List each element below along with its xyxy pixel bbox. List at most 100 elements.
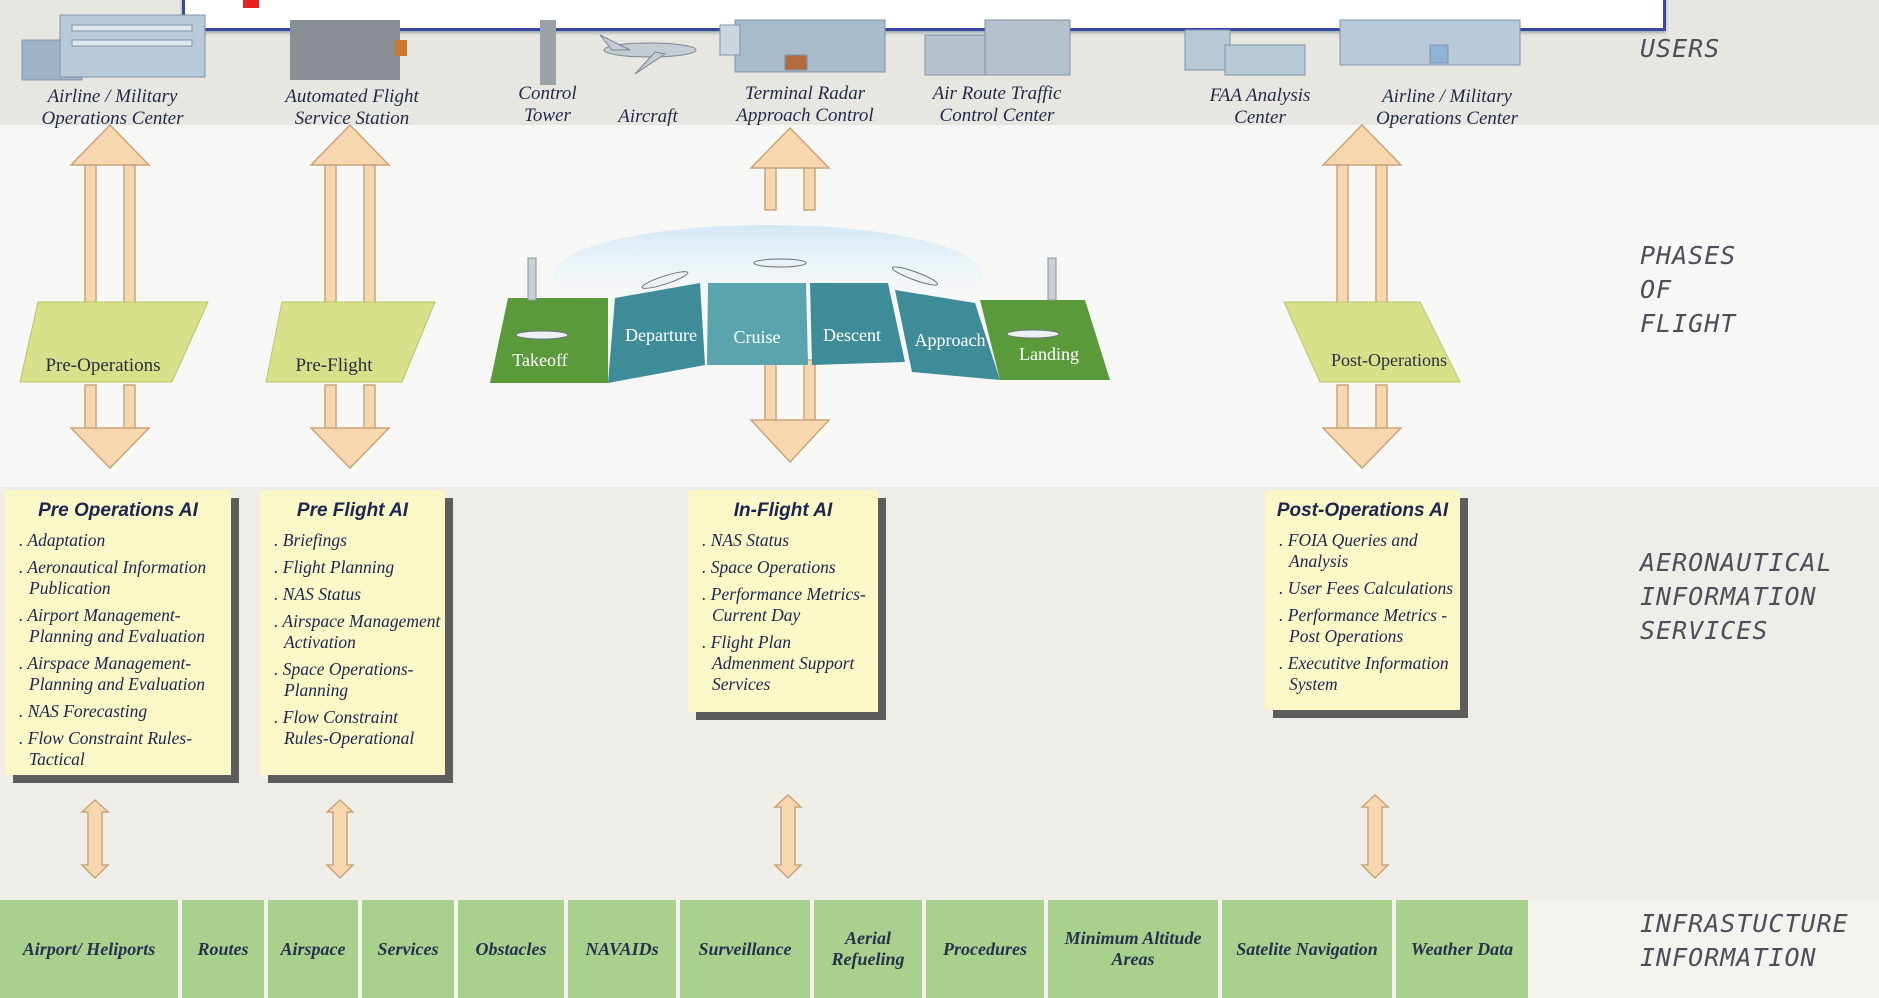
- departure-label: Departure: [625, 325, 697, 345]
- infra-cell-aerial-refueling: Aerial Refueling: [814, 900, 922, 998]
- building-icon: [21, 14, 206, 81]
- tower-icon: [540, 20, 556, 85]
- infra-cell-procedures: Procedures: [926, 900, 1044, 998]
- pre-flight-arrow-down: [309, 384, 391, 470]
- infra-cell-navaids: NAVAIDs: [568, 900, 676, 998]
- descent-label: Descent: [823, 325, 881, 345]
- infra-cell-satelite-navigation: Satelite Navigation: [1222, 900, 1392, 998]
- infra-cell-surveillance: Surveillance: [680, 900, 810, 998]
- user-label-airline-ops-right: Airline / Military Operations Center: [1376, 86, 1518, 129]
- double-arrow-4: [1360, 793, 1390, 880]
- ai-item: . NAS Status: [702, 530, 790, 550]
- infra-cell-routes: Routes: [182, 900, 264, 998]
- plane-departure-icon: [641, 271, 689, 289]
- double-arrow-3: [773, 793, 803, 880]
- landing-panel: [980, 300, 1110, 380]
- ai-item: . Airspace Management Activation: [274, 611, 441, 652]
- ai-item: . Space Operations-Planning: [274, 659, 414, 700]
- phase-diagram: Pre-Operations Pre-Flight Post-Operation…: [19, 123, 1461, 880]
- post-operations-pad: [1283, 301, 1461, 383]
- infra-cell-airport-heliports: Airport/ Heliports: [0, 900, 178, 998]
- plane-cruise-icon: [753, 258, 807, 268]
- ai-box-title: In-Flight AI: [733, 500, 833, 521]
- ai-item: . Flow Constraint Rules-Operational: [274, 707, 415, 748]
- pre-operations-arrow-down: [69, 384, 151, 470]
- in-flight-arrow-down: [749, 359, 831, 464]
- ai-box-title: Pre Operations AI: [38, 500, 198, 521]
- user-label-control-tower: Control Tower: [518, 83, 577, 126]
- infra-cell-minimum-altitude-areas: Minimum Altitude Areas: [1048, 900, 1218, 998]
- ai-item: . Flight Plan Admenment Support Services: [702, 632, 855, 694]
- ai-item: . Performance Metrics-Current Day: [702, 584, 866, 625]
- pre-operations-arrow-up: [69, 123, 151, 306]
- ai-item: . FOIA Queries and Analysis: [1279, 530, 1418, 571]
- takeoff-panel: [490, 298, 608, 383]
- ai-item: . Briefings: [274, 530, 347, 550]
- ai-item: . Flight Planning: [274, 557, 395, 577]
- section-label-phases: PHASES OF FLIGHT: [1640, 241, 1737, 338]
- post-operations-arrow-down: [1321, 384, 1403, 470]
- tower-left-icon: [527, 257, 537, 301]
- user-label-artcc: Air Route Traffic Control Center: [932, 83, 1062, 126]
- section-label-ais: AERONAUTICAL INFORMATION SERVICES: [1640, 548, 1833, 645]
- post-operations-arrow-up: [1321, 123, 1403, 306]
- approach-label: Approach: [915, 330, 986, 350]
- ai-box-title: Post-Operations AI: [1276, 500, 1449, 521]
- infra-cell-obstacles: Obstacles: [458, 900, 564, 998]
- section-label-infra: INFRASTUCTURE INFORMATION: [1640, 909, 1849, 972]
- user-label-tracon: Terminal Radar Approach Control: [736, 83, 874, 126]
- building-icon: [719, 19, 886, 73]
- post-operations-label: Post-Operations: [1331, 350, 1447, 370]
- plane-takeoff-icon: [515, 330, 569, 340]
- pre-flight-pad: [265, 301, 436, 383]
- plane-descent-icon: [891, 266, 939, 286]
- red-mark: [243, 0, 259, 8]
- post-operations-ai-box: Post-Operations AI . FOIA Queries and An…: [1265, 490, 1460, 710]
- descent-panel: [810, 283, 905, 365]
- infra-cell-weather-data: Weather Data: [1396, 900, 1528, 998]
- pre-flight-arrow-up: [309, 123, 391, 306]
- ai-item: . Adaptation: [19, 530, 106, 550]
- building-icon: [1184, 29, 1306, 76]
- landing-label: Landing: [1019, 344, 1079, 364]
- takeoff-label: Takeoff: [512, 350, 567, 370]
- in-flight-arrow-up: [749, 126, 831, 211]
- cruise-label: Cruise: [734, 327, 781, 347]
- ai-item: . Airspace Management-Planning and Evalu…: [19, 653, 205, 694]
- pre-operations-label: Pre-Operations: [45, 355, 160, 376]
- ai-item: . Aeronautical Information Publication: [19, 557, 207, 598]
- ai-item: . Space Operations: [702, 557, 836, 577]
- building-icon: [924, 19, 1071, 76]
- pre-operations-ai-box: Pre Operations AI . Adaptation . Aeronau…: [5, 490, 231, 775]
- plane-landing-icon: [1006, 329, 1060, 339]
- in-flight-phase-band: Takeoff Departure Cruise Descent Approac…: [490, 257, 1110, 383]
- aircraft-icon: [599, 34, 697, 75]
- user-icons: [21, 14, 1521, 85]
- building-icon: [1339, 19, 1521, 66]
- pre-flight-ai-box: Pre Flight AI . Briefings . Flight Plann…: [260, 490, 445, 775]
- section-label-users: USERS: [1640, 34, 1721, 63]
- infra-cell-airspace: Airspace: [268, 900, 358, 998]
- double-arrow-2: [325, 798, 355, 880]
- ai-item: . User Fees Calculations: [1279, 578, 1454, 598]
- ai-item: . NAS Forecasting: [19, 701, 148, 721]
- user-label-airline-ops-left: Airline / Military Operations Center: [41, 86, 184, 129]
- ai-item: . Airport Management-Planning and Evalua…: [19, 605, 205, 646]
- double-arrow-1: [80, 798, 110, 880]
- approach-panel: [895, 290, 1000, 380]
- in-flight-ai-box: In-Flight AI . NAS Status . Space Operat…: [688, 490, 878, 712]
- ai-item: . Flow Constraint Rules-Tactical: [19, 728, 193, 769]
- user-label-faa-analysis: FAA Analysis Center: [1209, 85, 1311, 128]
- ai-item: . Performance Metrics - Post Operations: [1279, 605, 1448, 646]
- pre-operations-pad: [19, 301, 209, 383]
- cruise-panel: [707, 283, 808, 365]
- user-label-aircraft: Aircraft: [618, 106, 678, 127]
- departure-panel: [608, 283, 705, 383]
- ai-item: . NAS Status: [274, 584, 362, 604]
- building-icon: [290, 20, 407, 80]
- infra-cell-services: Services: [362, 900, 454, 998]
- pre-flight-label: Pre-Flight: [295, 355, 373, 376]
- tower-right-icon: [1047, 257, 1057, 301]
- ai-item: . Executitve Information System: [1279, 653, 1449, 694]
- user-label-afss: Automated Flight Service Station: [285, 86, 419, 129]
